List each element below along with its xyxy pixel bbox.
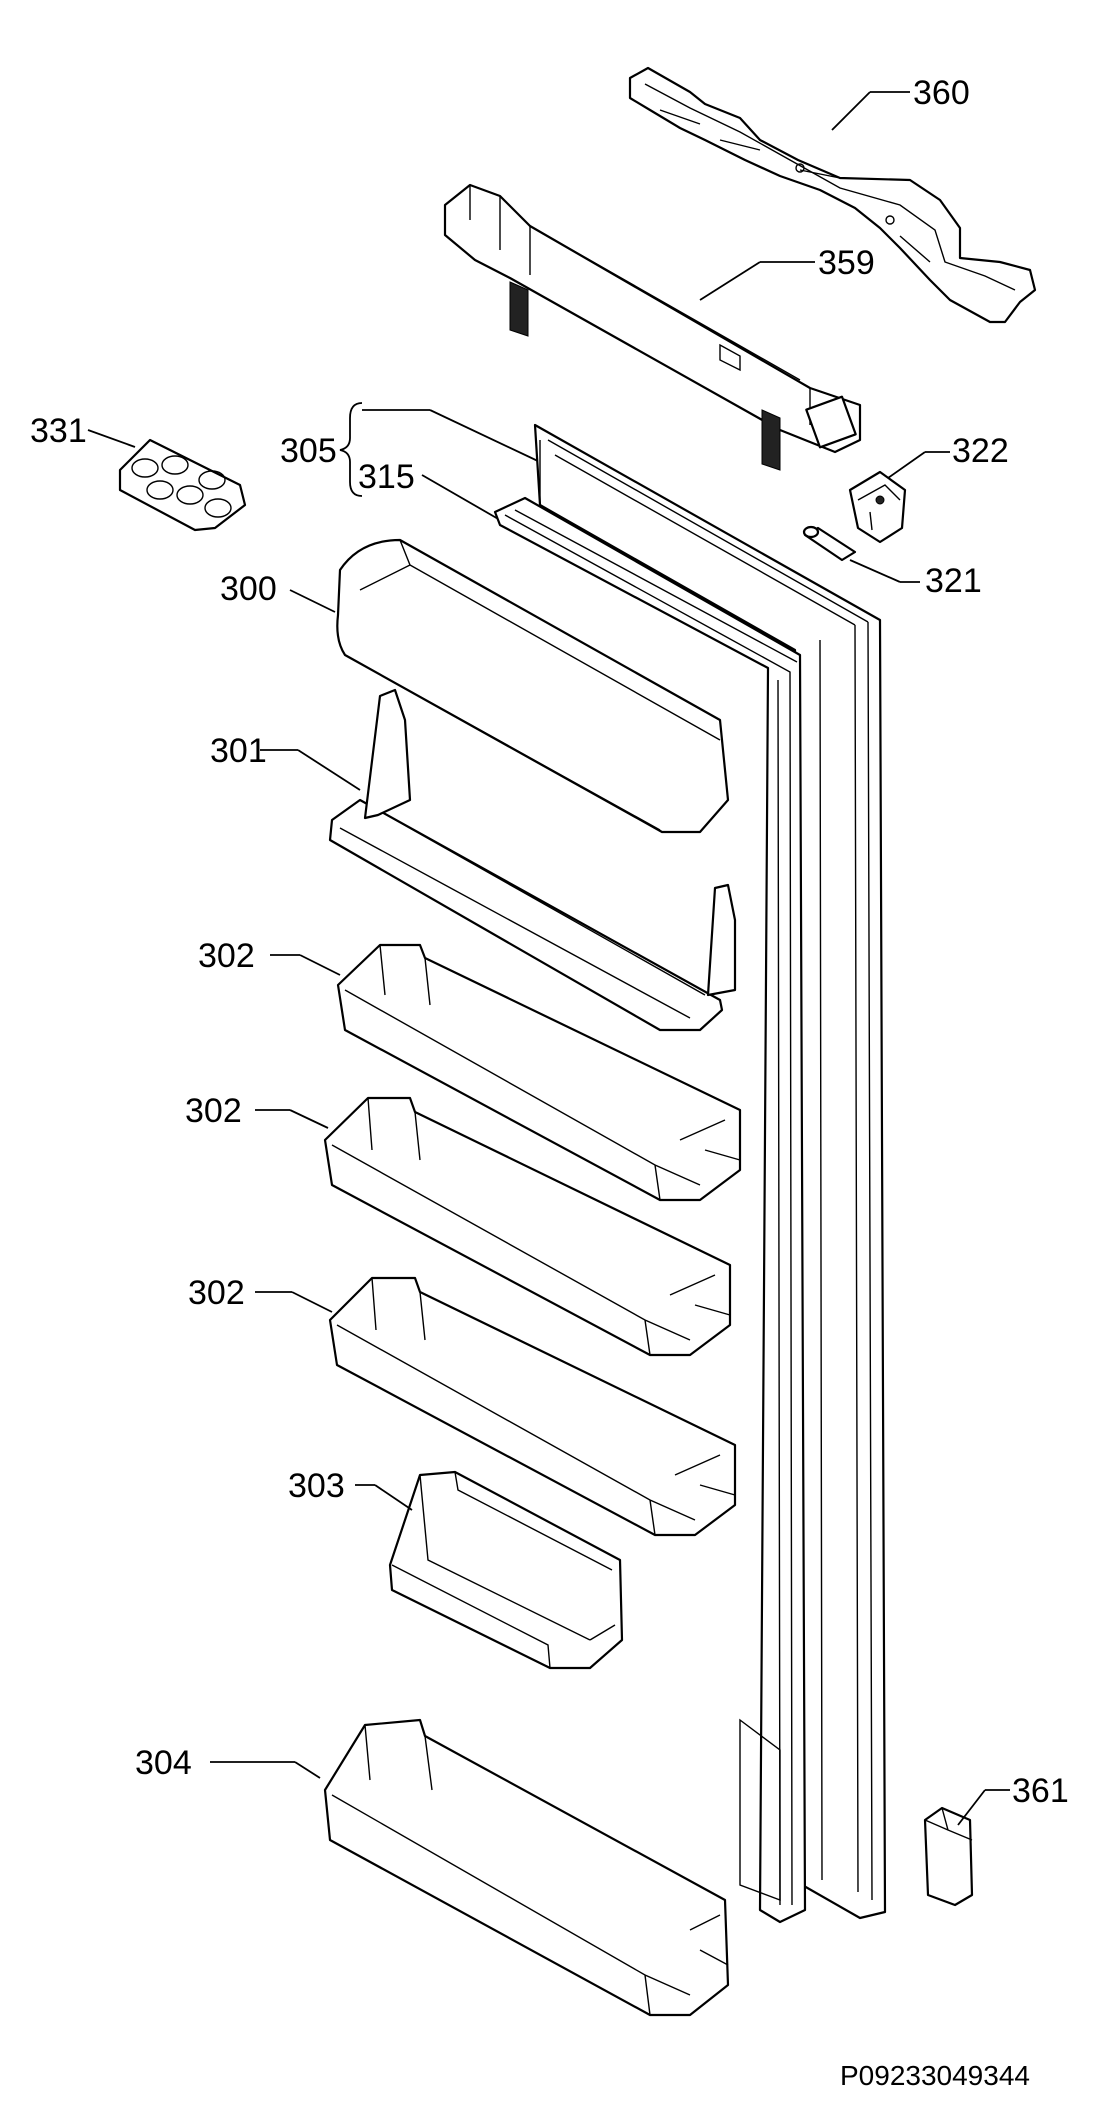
leader-303-diag bbox=[374, 1484, 413, 1511]
label-361: 361 bbox=[1012, 1772, 1069, 1810]
part-302-bin-a bbox=[336, 943, 742, 1202]
label-321: 321 bbox=[925, 562, 982, 600]
leader-302-c-diag bbox=[291, 1291, 333, 1313]
label-304: 304 bbox=[135, 1744, 192, 1782]
part-301-top-shelf bbox=[328, 688, 737, 1032]
leader-302-a-diag bbox=[299, 954, 341, 976]
label-331: 331 bbox=[30, 412, 87, 450]
part-302-bin-b bbox=[323, 1096, 732, 1357]
label-301: 301 bbox=[210, 732, 267, 770]
label-305: 305 bbox=[280, 432, 337, 470]
label-302-c: 302 bbox=[188, 1274, 245, 1312]
label-303: 303 bbox=[288, 1467, 345, 1505]
part-315-door-gasket bbox=[493, 496, 807, 1924]
leader-361 bbox=[957, 1789, 986, 1826]
leader-301-diag bbox=[297, 749, 361, 791]
leader-331 bbox=[87, 429, 136, 448]
part-300-dairy-lid bbox=[336, 538, 730, 834]
part-322-hinge-cap bbox=[848, 470, 907, 544]
label-302-b: 302 bbox=[185, 1092, 242, 1130]
leader-302-b-diag bbox=[289, 1109, 329, 1129]
part-303-small-bin bbox=[388, 1470, 624, 1670]
part-331-egg-tray bbox=[118, 438, 247, 532]
leader-300 bbox=[289, 589, 336, 613]
label-315: 315 bbox=[358, 458, 415, 496]
leader-359 bbox=[699, 261, 761, 301]
part-302-bin-c bbox=[328, 1276, 737, 1537]
part-304-bottom-bin bbox=[323, 1718, 730, 2017]
leader-322 bbox=[887, 451, 926, 479]
label-360: 360 bbox=[913, 74, 970, 112]
leader-360 bbox=[831, 91, 871, 131]
part-359-top-trim bbox=[443, 183, 862, 471]
label-302-a: 302 bbox=[198, 937, 255, 975]
leader-315 bbox=[421, 474, 501, 521]
drawing-code: P09233049344 bbox=[840, 2060, 1030, 2091]
leader-321 bbox=[849, 559, 901, 583]
label-300: 300 bbox=[220, 570, 277, 608]
leader-305-diag bbox=[429, 409, 541, 463]
leader-304-diag bbox=[294, 1761, 321, 1779]
brace-305-315 bbox=[339, 402, 363, 497]
label-322: 322 bbox=[952, 432, 1009, 470]
part-361-clip bbox=[923, 1806, 974, 1907]
label-359: 359 bbox=[818, 244, 875, 282]
part-360-hinge-bracket bbox=[628, 66, 1037, 324]
part-321-hinge-pin bbox=[802, 525, 857, 562]
